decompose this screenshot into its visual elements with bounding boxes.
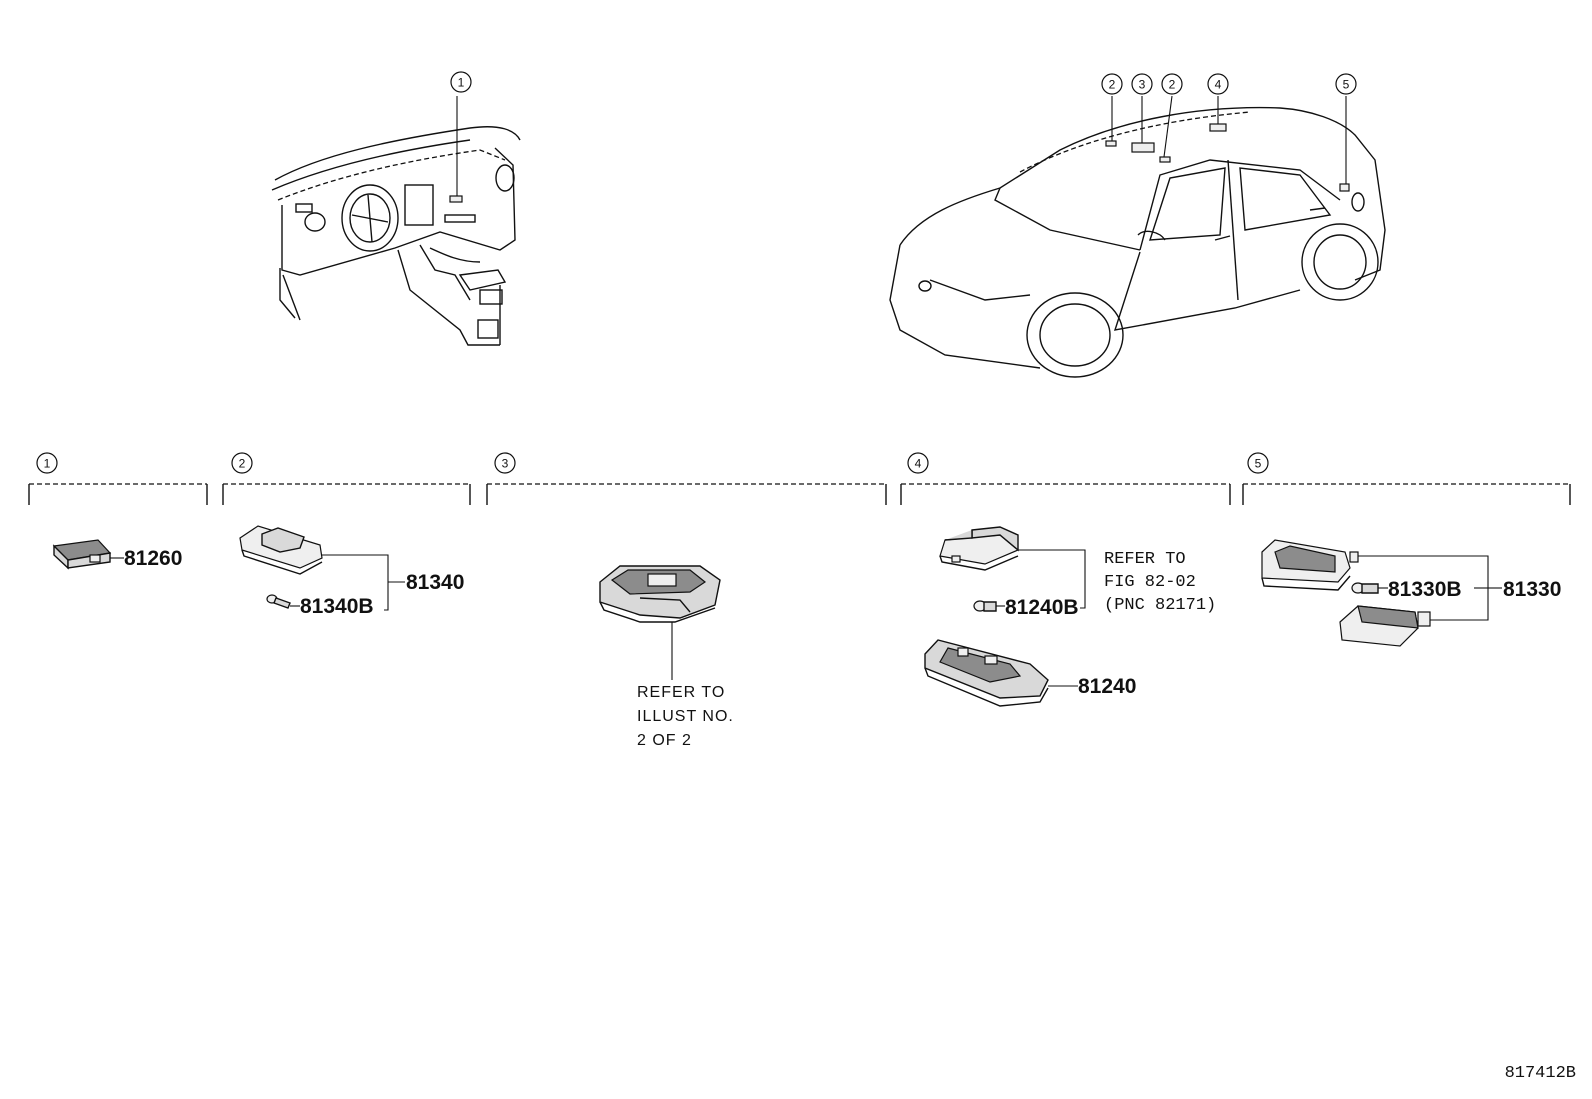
top-callouts: 1 2 3 2 4 5: [450, 71, 1357, 95]
section-4-header: 4: [900, 452, 1231, 505]
svg-text:2: 2: [1109, 78, 1116, 92]
map-lamp-housing-drawing: [924, 639, 1049, 707]
part-81260-drawing: [52, 539, 112, 570]
overhead-console-drawing: [599, 565, 721, 623]
section-5-header: 5: [1242, 452, 1571, 505]
section-2-header: 2: [222, 452, 471, 505]
svg-text:5: 5: [1343, 78, 1350, 92]
illustration-code: 817412B: [1505, 1064, 1576, 1083]
section-1-header: 1: [28, 452, 208, 505]
section-4-parts: REFER TO FIG 82-02 (PNC 82171) 81240B 81…: [924, 526, 1216, 707]
part-number-81340: 81340: [406, 571, 464, 594]
svg-text:4: 4: [1215, 78, 1222, 92]
callout-2a-top: 2: [1101, 73, 1123, 95]
section-1-parts: 81260: [52, 539, 182, 570]
callout-2b-top: 2: [1161, 73, 1183, 95]
car-illustration: [889, 95, 1386, 378]
svg-text:4: 4: [915, 457, 922, 471]
part-number-81240: 81240: [1078, 675, 1136, 698]
callout-1-top: 1: [450, 71, 472, 93]
svg-text:2: 2: [239, 457, 246, 471]
bulb-81240b-drawing: [973, 600, 997, 612]
part-number-81260: 81260: [124, 547, 182, 570]
refer-line-2: FIG 82-02: [1104, 573, 1196, 592]
refer-line-1: REFER TO: [1104, 550, 1186, 569]
lamp-assembly-drawing: [1261, 539, 1359, 591]
part-number-81240b: 81240B: [1005, 596, 1079, 619]
callout-5-top: 5: [1335, 73, 1357, 95]
note-line-3: 2 OF 2: [637, 732, 692, 749]
dashboard-illustration: [271, 96, 521, 346]
svg-text:3: 3: [502, 457, 509, 471]
svg-text:3: 3: [1139, 78, 1146, 92]
section-3-parts: REFER TO ILLUST NO. 2 OF 2: [599, 565, 734, 749]
note-line-1: REFER TO: [637, 684, 725, 701]
svg-text:2: 2: [1169, 78, 1176, 92]
part-81340-drawing: [239, 525, 323, 575]
bulb-81330b-drawing: [1351, 582, 1379, 594]
part-number-81340b: 81340B: [300, 595, 374, 618]
section-5-parts: 81330B 81330: [1261, 539, 1561, 647]
refer-line-3: (PNC 82171): [1104, 596, 1216, 615]
part-number-81330b: 81330B: [1388, 578, 1462, 601]
bulb-81340b-drawing: [266, 594, 291, 609]
svg-text:1: 1: [458, 76, 465, 90]
svg-text:1: 1: [44, 457, 51, 471]
svg-text:5: 5: [1255, 457, 1262, 471]
section-3-header: 3: [486, 452, 887, 505]
map-lamp-unit-drawing: [939, 526, 1020, 571]
section-2-parts: 81340 81340B: [239, 525, 464, 618]
part-number-81330: 81330: [1503, 578, 1561, 601]
callout-3-top: 3: [1131, 73, 1153, 95]
lens-cover-drawing: [1339, 605, 1431, 647]
note-line-2: ILLUST NO.: [637, 708, 734, 725]
section-brackets: 1 2 3 4 5: [28, 452, 1571, 505]
callout-4-top: 4: [1207, 73, 1229, 95]
